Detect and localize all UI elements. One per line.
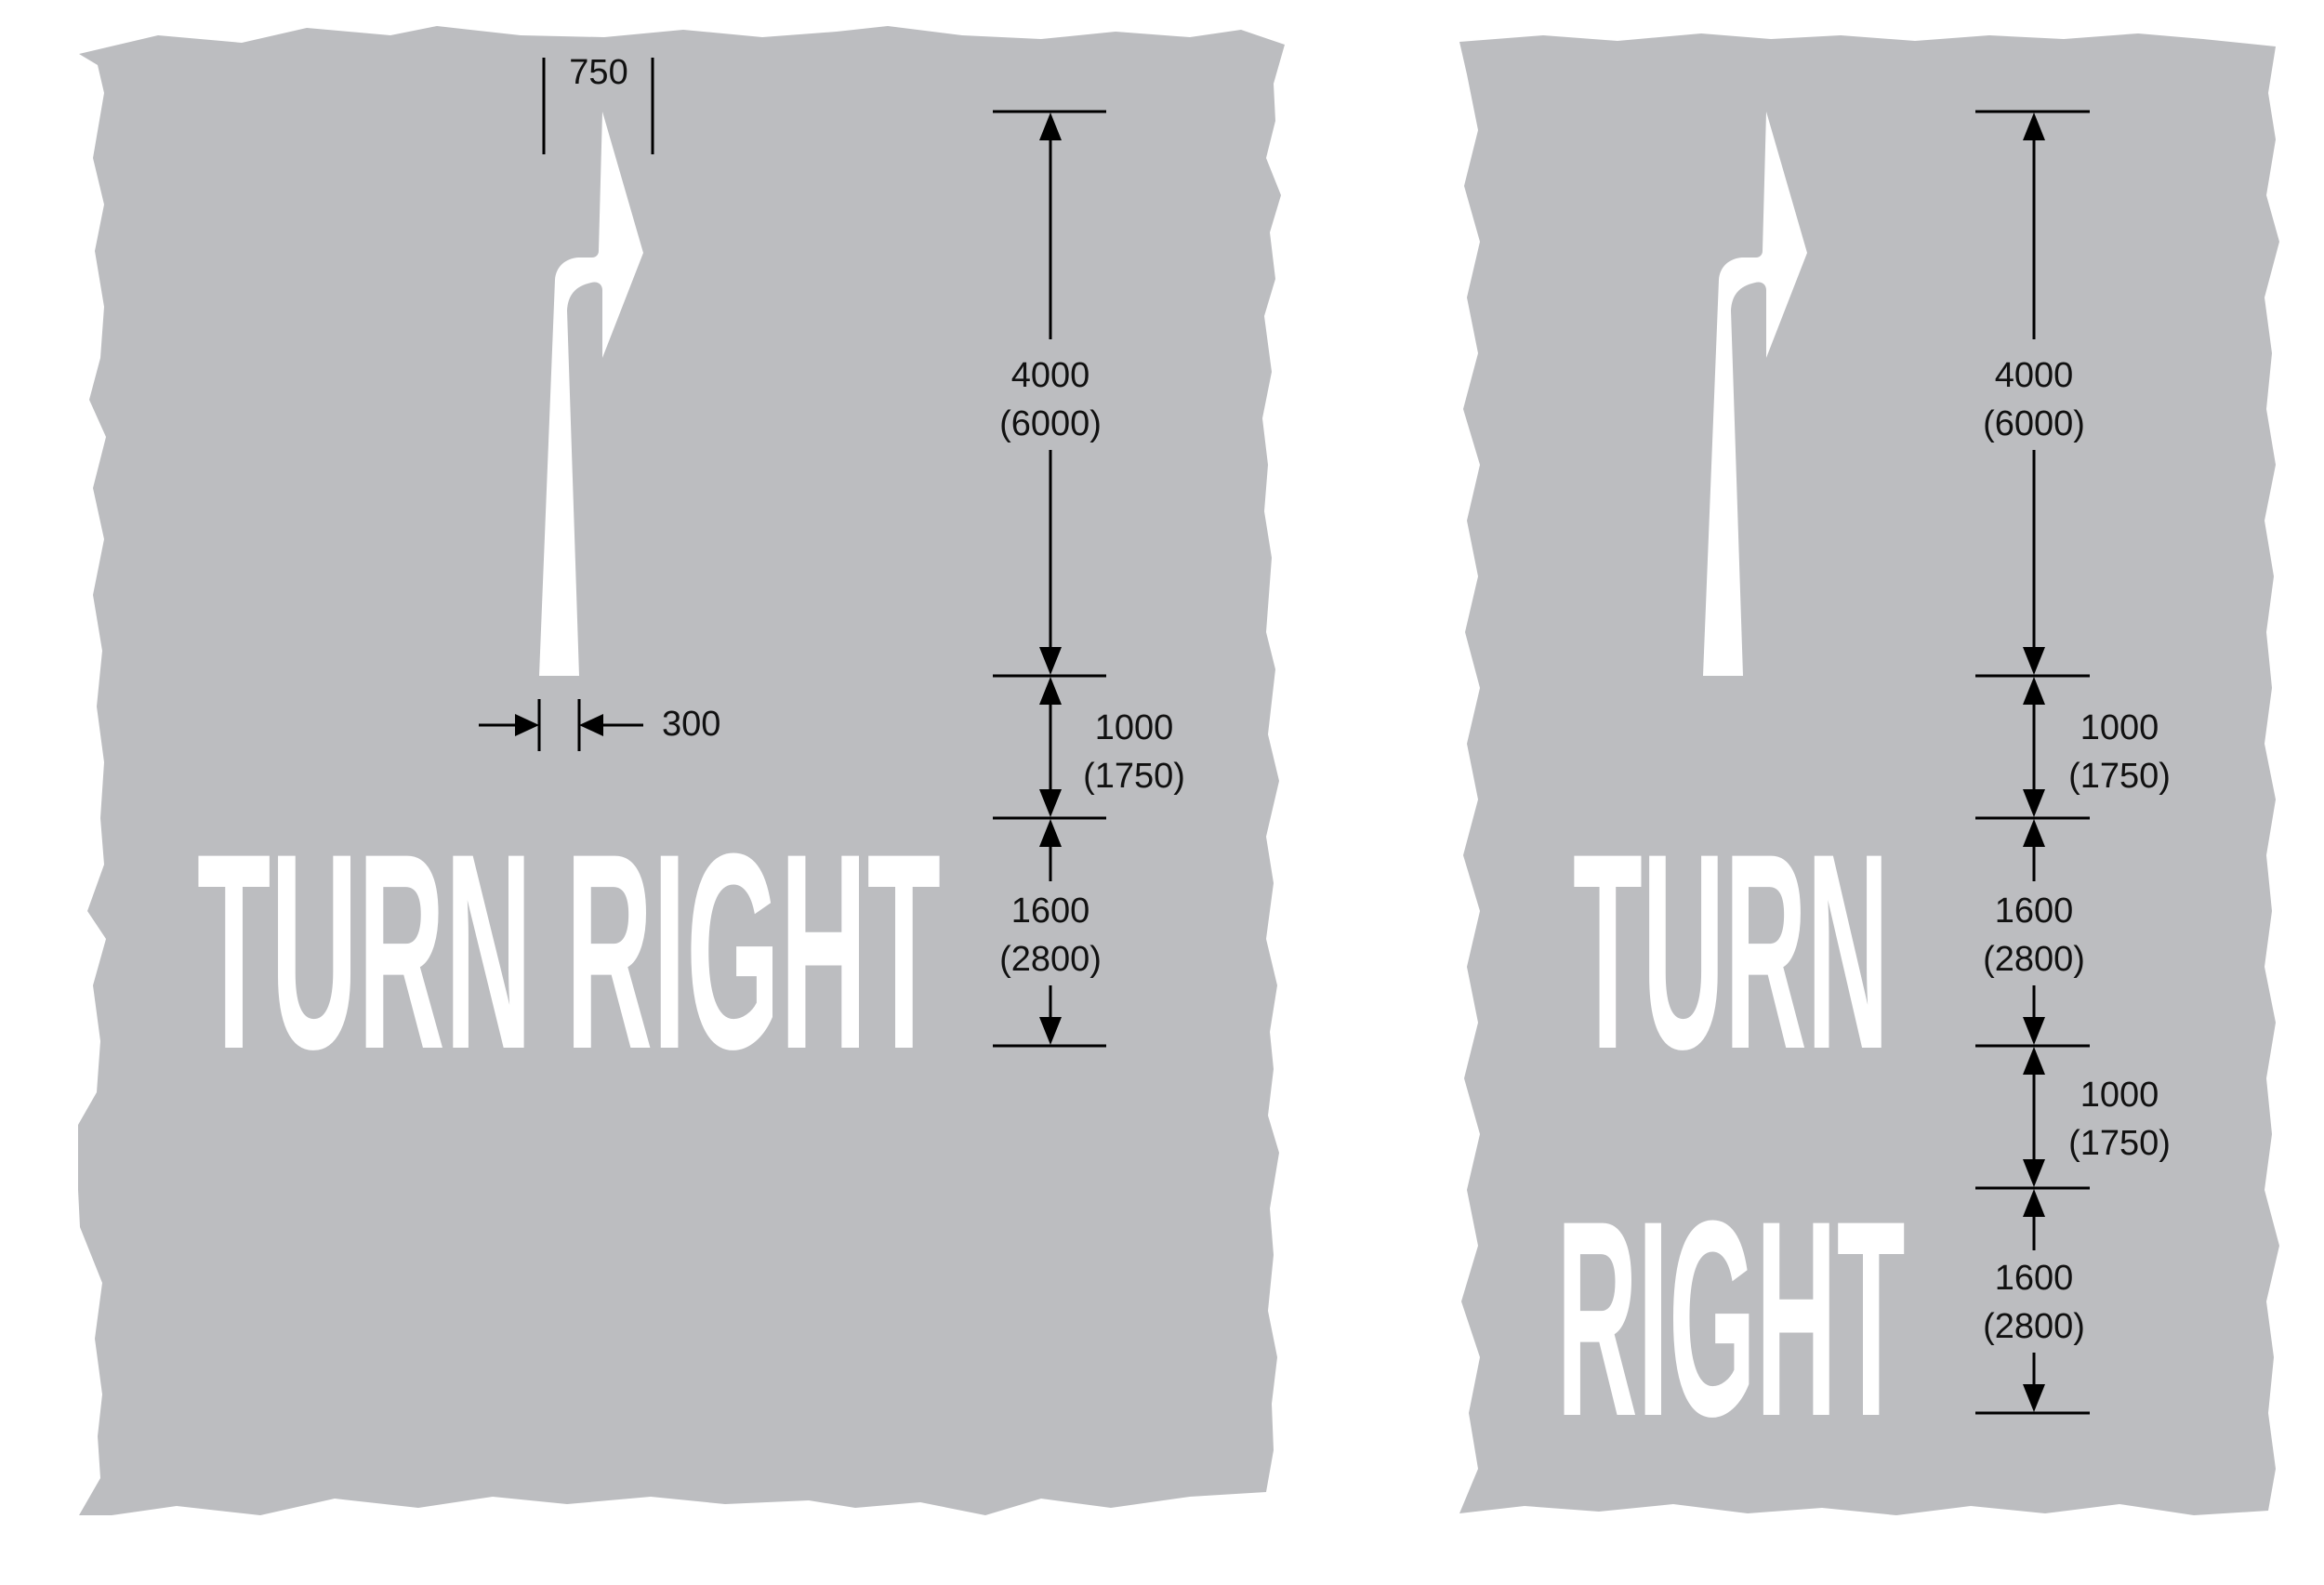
right-dimension-chain: 4000 (6000) 1000 (1750) 1600 (2800) 1000… (1975, 110, 2171, 1415)
left-head-width-label: 750 (569, 53, 627, 92)
right-dim-4-arrowhead-top (2023, 1047, 2045, 1075)
right-panel: TURN RIGHT 4000 (6000) 1000 (1750) (1459, 33, 2279, 1515)
right-dim-1-arrowhead-bottom (2023, 647, 2045, 675)
left-dim-2-value: 1000 (1095, 708, 1174, 747)
right-dim-5-alt-value: (2800) (1983, 1307, 2085, 1346)
right-dim-2-alt-value: (1750) (2068, 757, 2171, 796)
left-dim-3-arrowhead-bottom (1039, 1017, 1062, 1045)
right-dim-3-value: 1600 (1995, 892, 2074, 931)
right-dim-5-arrowhead-top (2023, 1189, 2045, 1217)
left-dim-1-alt-value: (6000) (999, 404, 1102, 443)
left-dimension-chain: 4000 (6000) 1000 (1750) 1600 (2800) (993, 110, 1185, 1048)
right-dim-4-arrowhead-bottom (2023, 1159, 2045, 1187)
right-dim-3-arrowhead-bottom (2023, 1017, 2045, 1045)
left-stem-width-arrowhead-left (515, 714, 539, 736)
right-turn-right-arrow-icon (1703, 112, 1807, 676)
left-panel: TURN RIGHT 750 300 4000 (6000) (78, 26, 1285, 1515)
left-turn-right-arrow-icon (539, 112, 643, 676)
right-dim-3-arrowhead-top (2023, 819, 2045, 847)
right-dim-1-arrowhead-top (2023, 112, 2045, 140)
right-dim-2-arrowhead-bottom (2023, 789, 2045, 817)
right-dim-4-alt-value: (1750) (2068, 1124, 2171, 1163)
right-dim-3-alt-value: (2800) (1983, 940, 2085, 979)
left-stem-width-arrowhead-right (579, 714, 603, 736)
left-dim-1-value: 4000 (1011, 356, 1090, 395)
right-legend-line-1: TURN (1573, 795, 1889, 1107)
left-dim-2-arrowhead-bottom (1039, 789, 1062, 817)
right-dim-1-value: 4000 (1995, 356, 2074, 395)
left-dim-2-alt-value: (1750) (1083, 757, 1185, 796)
right-dim-4-value: 1000 (2080, 1076, 2159, 1115)
left-dim-3-value: 1600 (1011, 892, 1090, 931)
left-dim-2-arrowhead-top (1039, 677, 1062, 705)
right-dim-2-value: 1000 (2080, 708, 2159, 747)
right-dim-5-value: 1600 (1995, 1259, 2074, 1298)
left-pavement-patch (78, 26, 1285, 1515)
left-dim-3-arrowhead-top (1039, 819, 1062, 847)
left-stem-width-label: 300 (662, 705, 720, 744)
right-dim-1-alt-value: (6000) (1983, 404, 2085, 443)
left-legend-line-1: TURN RIGHT (197, 795, 941, 1107)
left-dim-3-alt-value: (2800) (999, 940, 1102, 979)
right-legend-line-2: RIGHT (1557, 1162, 1906, 1474)
left-dim-1-arrowhead-top (1039, 112, 1062, 140)
right-dim-2-arrowhead-top (2023, 677, 2045, 705)
left-dim-1-arrowhead-bottom (1039, 647, 1062, 675)
right-dim-5-arrowhead-bottom (2023, 1384, 2045, 1412)
right-pavement-patch (1459, 33, 2279, 1515)
